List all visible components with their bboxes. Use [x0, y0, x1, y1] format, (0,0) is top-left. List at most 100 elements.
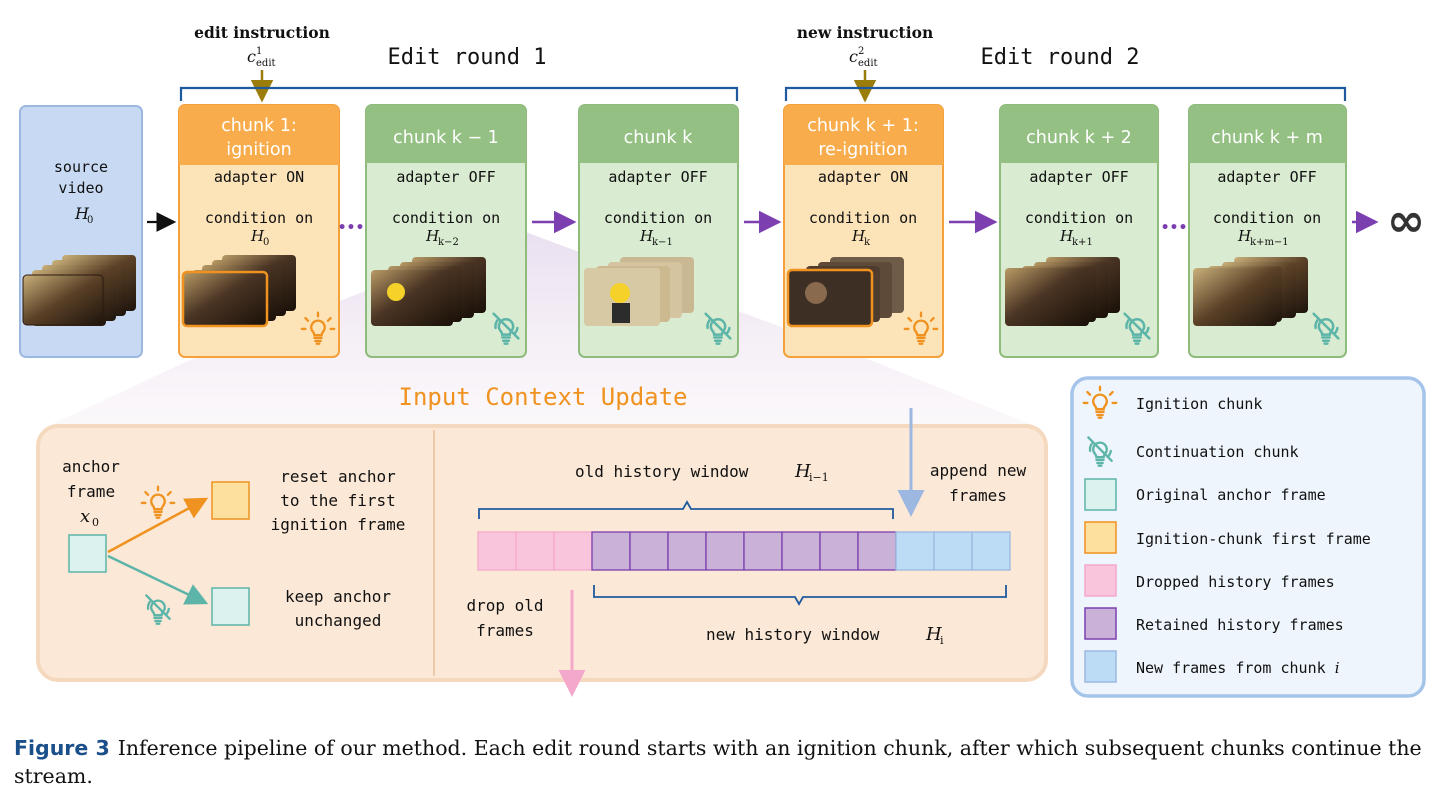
svg-text:x: x — [80, 506, 90, 527]
retained-frame — [819, 531, 859, 571]
svg-text:c: c — [247, 47, 256, 66]
svg-text:2: 2 — [858, 46, 864, 57]
edit-symbol-1: c 1 edit — [247, 46, 276, 69]
chunk-k-plus-m-frames — [1193, 257, 1308, 326]
dropped-frame — [477, 531, 517, 571]
svg-text:keep anchor: keep anchor — [285, 587, 391, 606]
svg-text:chunk k: chunk k — [624, 128, 694, 148]
edit-round-2-brace — [784, 86, 1347, 101]
infinity-symbol: ∞ — [1387, 193, 1425, 247]
original-anchor-frame — [68, 534, 107, 573]
svg-text:H: H — [1237, 227, 1252, 245]
svg-text:unchanged: unchanged — [295, 611, 382, 630]
svg-text:c: c — [849, 47, 858, 66]
ellipsis-2: ••• — [1161, 220, 1188, 236]
legend-label-4: Dropped history frames — [1136, 573, 1335, 591]
svg-text:H: H — [851, 227, 866, 245]
svg-text:adapter ON: adapter ON — [214, 168, 304, 186]
retained-frame — [743, 531, 783, 571]
source-video-block: source video H 0 — [19, 105, 143, 358]
svg-text:adapter OFF: adapter OFF — [396, 168, 495, 186]
svg-text:H: H — [925, 624, 942, 645]
svg-text:chunk 1:: chunk 1: — [221, 116, 297, 136]
update-title: Input Context Update — [399, 383, 688, 411]
svg-text:H: H — [74, 204, 90, 223]
caption-text: Inference pipeline of our method. Each e… — [14, 736, 1422, 788]
svg-text:new history window: new history window — [706, 625, 880, 644]
reset-anchor-arrow — [107, 497, 209, 554]
svg-text:condition on: condition on — [1213, 209, 1321, 227]
new-frame — [895, 531, 935, 571]
svg-text:condition on: condition on — [205, 209, 313, 227]
svg-text:0: 0 — [87, 215, 93, 226]
new-frame — [933, 531, 973, 571]
svg-text:chunk k + 1:: chunk k + 1: — [807, 116, 919, 136]
svg-text:append new: append new — [930, 461, 1027, 480]
legend-swatch-5 — [1084, 607, 1117, 640]
legend-label-3: Ignition-chunk first frame — [1136, 530, 1371, 548]
svg-text:chunk k − 1: chunk k − 1 — [393, 128, 499, 148]
svg-text:H: H — [794, 461, 811, 482]
legend-swatch-3 — [1084, 521, 1117, 554]
edit-instruction-label: edit instruction — [194, 23, 330, 42]
chunk-k-plus-2-frames — [1005, 257, 1120, 326]
svg-text:condition on: condition on — [392, 209, 500, 227]
chunk-k: chunk k adapter OFF condition on H k−1 — [578, 104, 739, 358]
chunk-k-minus-1-frames — [371, 257, 486, 326]
svg-text:chunk k + m: chunk k + m — [1211, 128, 1323, 148]
svg-text:video: video — [58, 179, 103, 197]
svg-text:k: k — [864, 237, 871, 248]
legend-label-6: New frames from chunk i — [1136, 659, 1340, 677]
svg-text:to the first: to the first — [280, 491, 396, 510]
chunk-k-plus-1-reignition: chunk k + 1: re-ignition adapter ON cond… — [783, 104, 944, 358]
svg-text:re-ignition: re-ignition — [818, 140, 907, 160]
svg-text:reset anchor: reset anchor — [280, 467, 396, 486]
svg-text:1: 1 — [256, 46, 262, 57]
dropped-frame — [515, 531, 555, 571]
new-window-brace — [593, 585, 1007, 606]
svg-text:i: i — [940, 634, 944, 647]
svg-text:H: H — [639, 227, 654, 245]
svg-text:0: 0 — [92, 516, 99, 529]
svg-text:frame: frame — [67, 482, 115, 501]
legend-label-5: Retained history frames — [1136, 616, 1344, 634]
edit-round-2-label: Edit round 2 — [981, 45, 1140, 70]
svg-text:condition on: condition on — [809, 209, 917, 227]
svg-text:H: H — [425, 227, 440, 245]
svg-text:anchor: anchor — [62, 457, 120, 476]
svg-text:adapter OFF: adapter OFF — [1029, 168, 1128, 186]
svg-text:edit: edit — [858, 58, 878, 69]
svg-text:k−1: k−1 — [652, 237, 673, 248]
keep-anchor-arrow — [107, 554, 209, 605]
legend-swatch-4 — [1084, 564, 1117, 597]
figure-number: Figure 3 — [14, 736, 110, 760]
chunk-1-frames — [181, 255, 296, 328]
new-frame — [971, 531, 1011, 571]
svg-text:frames: frames — [949, 486, 1007, 505]
svg-text:i−1: i−1 — [809, 471, 829, 484]
svg-text:H: H — [1059, 227, 1074, 245]
legend-label-2: Original anchor frame — [1136, 486, 1326, 504]
svg-text:condition on: condition on — [1025, 209, 1133, 227]
svg-text:drop old: drop old — [466, 596, 543, 615]
ignition-first-frame — [211, 481, 250, 520]
chunk-k-plus-m: chunk k + m adapter OFF condition on H k… — [1188, 104, 1347, 358]
svg-text:ignition: ignition — [226, 140, 291, 160]
history-section: old history window H i−1 append new fram… — [466, 408, 1027, 697]
svg-text:source: source — [54, 158, 108, 176]
context-projection — [40, 230, 1045, 430]
chunk-k-plus-2: chunk k + 2 adapter OFF condition on H k… — [999, 104, 1159, 358]
retained-frame — [705, 531, 745, 571]
old-window-brace — [478, 500, 894, 519]
new-instruction-label: new instruction — [797, 23, 933, 42]
legend-swatch-2 — [1084, 478, 1117, 511]
svg-text:k+m−1: k+m−1 — [1250, 237, 1289, 248]
history-frame-strip — [477, 531, 1011, 571]
svg-text:condition on: condition on — [604, 209, 712, 227]
legend-label-0: Ignition chunk — [1136, 395, 1262, 413]
svg-text:adapter ON: adapter ON — [818, 168, 908, 186]
svg-text:edit: edit — [256, 58, 276, 69]
legend: Ignition chunk Continuation chunk Origin… — [1070, 376, 1426, 698]
legend-swatch-6 — [1084, 650, 1117, 683]
